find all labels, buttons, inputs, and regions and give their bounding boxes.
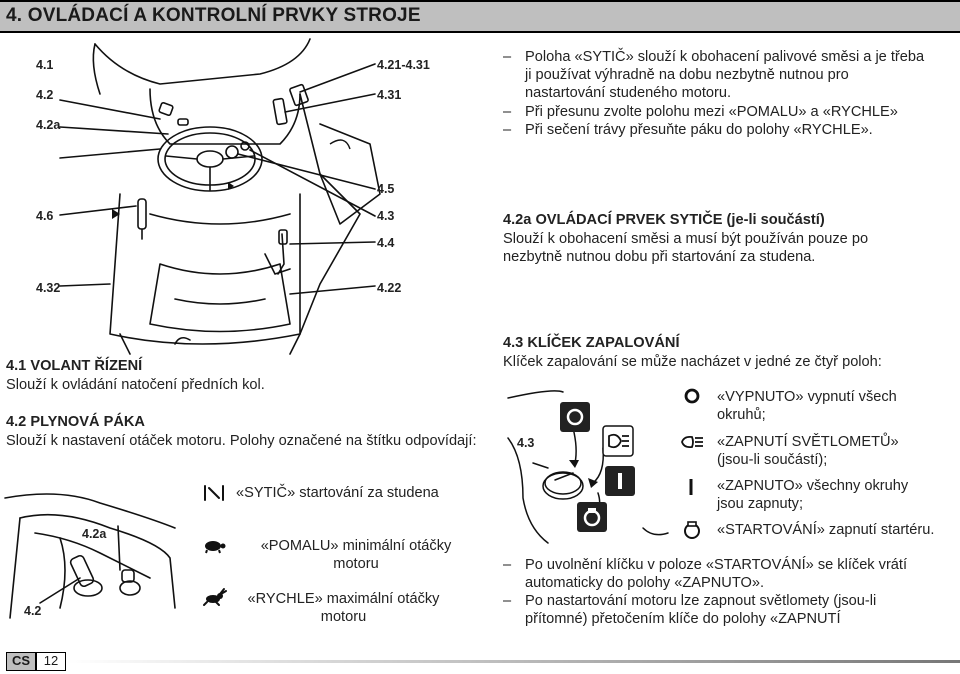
label-throttle-4-2a: 4.2a [82, 527, 107, 541]
label-key-4-3: 4.3 [517, 436, 535, 450]
line-on-icon [689, 479, 693, 495]
throttle-diagram [4, 493, 176, 619]
section-4-2-heading: 4.2 PLYNOVÁ PÁKA [6, 414, 145, 430]
label-4-22: 4.22 [377, 281, 402, 295]
key-note: – Po uvolnění klíčku v poloze «STARTOVÁN… [503, 557, 908, 591]
hare-icon [203, 588, 227, 606]
label-4-2a: 4.2a [36, 118, 61, 132]
throttle-position-choke: «SYTIČ» startování za studena [236, 485, 439, 501]
key-position-start: «STARTOVÁNÍ» zapnutí startéru. [717, 522, 935, 538]
choke-bullet: – Poloha «SYTIČ» slouží k obohacení pali… [503, 49, 925, 101]
label-4-1: 4.1 [36, 58, 54, 72]
label-4-32: 4.32 [36, 281, 61, 295]
headlight-icon [681, 435, 703, 449]
section-4-1-heading: 4.1 VOLANT ŘÍZENÍ [6, 358, 143, 374]
key-note: – Po nastartování motoru lze zapnout svě… [503, 593, 877, 627]
label-throttle-4-2: 4.2 [24, 604, 42, 618]
turtle-icon [205, 541, 226, 554]
language-badge: CS [6, 652, 36, 671]
key-position-lights: «ZAPNUTÍ SVĚTLOMETŮ» (jsou-li součástí); [717, 434, 899, 468]
page-title: 4. OVLÁDACÍ A KONTROLNÍ PRVKY STROJE [6, 5, 421, 26]
label-4-2: 4.2 [36, 88, 54, 102]
label-4-31: 4.31 [377, 88, 402, 102]
choke-icon [204, 485, 224, 501]
ignition-key-diagram [507, 390, 669, 544]
label-4-3: 4.3 [377, 209, 395, 223]
machine-diagram [59, 38, 381, 355]
key-position-off: «VYPNUTO» vypnutí všech okruhů; [717, 389, 897, 423]
throttle-position-fast: «RYCHLE» maximální otáčky motoru [247, 591, 440, 625]
starter-icon [684, 521, 700, 539]
throttle-position-slow: «POMALU» minimální otáčky motoru [260, 538, 452, 572]
label-4-21-4-31: 4.21-4.31 [377, 58, 430, 72]
section-4-1-text: Slouží k ovládání natočení předních kol. [6, 377, 265, 393]
footer-rule [66, 660, 960, 663]
section-4-2-text: Slouží k nastavení otáček motoru. Polohy… [6, 433, 477, 449]
circle-off-icon [684, 388, 700, 404]
title-bar: 4. OVLÁDACÍ A KONTROLNÍ PRVKY STROJE [0, 0, 960, 33]
label-4-4: 4.4 [377, 236, 395, 250]
section-4-3-text: Klíček zapalování se může nacházet v jed… [503, 354, 882, 370]
choke-bullet: – Při sečení trávy přesuňte páku do polo… [503, 122, 873, 138]
section-4-2a-text: Slouží k obohacení směsi a musí být použ… [503, 231, 869, 265]
page-number: 12 [36, 652, 66, 671]
key-position-on: «ZAPNUTO» všechny okruhy jsou zapnuty; [717, 478, 909, 512]
label-4-6: 4.6 [36, 209, 54, 223]
section-4-3-heading: 4.3 KLÍČEK ZAPALOVÁNÍ [503, 335, 680, 351]
choke-bullet: – Při přesunu zvolte polohu mezi «POMALU… [503, 104, 898, 120]
section-4-2a-heading: 4.2a OVLÁDACÍ PRVEK SYTIČE (je-li součás… [503, 212, 825, 228]
label-4-5: 4.5 [377, 182, 395, 196]
